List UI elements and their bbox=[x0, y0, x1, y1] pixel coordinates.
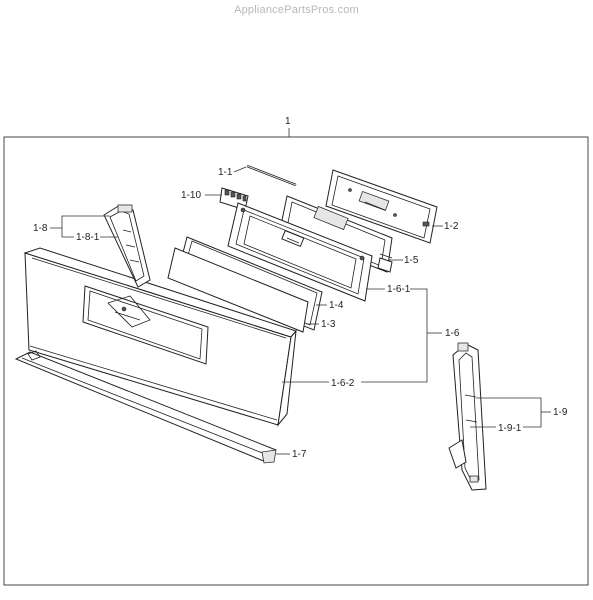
part-left-bracket bbox=[103, 204, 151, 288]
callout-1-5: 1-5 bbox=[404, 255, 419, 266]
leader-1-1 bbox=[233, 166, 247, 173]
callout-1-3: 1-3 bbox=[321, 319, 336, 330]
callout-1-1: 1-1 bbox=[218, 167, 233, 178]
callout-1-7: 1-7 bbox=[292, 449, 307, 460]
part-control-housing bbox=[227, 202, 373, 302]
part-pcb-board bbox=[325, 169, 438, 244]
leader-1-8 bbox=[50, 215, 110, 229]
leader-1-6-bracket bbox=[361, 288, 428, 383]
callout-1-8-1: 1-8-1 bbox=[76, 232, 100, 243]
leader-1-8-bracket bbox=[61, 228, 74, 238]
callout-1-6-1: 1-6-1 bbox=[387, 284, 411, 295]
callout-1-2: 1-2 bbox=[444, 221, 459, 232]
callout-1-6-2: 1-6-2 bbox=[331, 378, 355, 389]
part-right-bracket bbox=[448, 342, 487, 491]
part-control-panel bbox=[23, 247, 297, 427]
part-rod bbox=[246, 164, 297, 187]
callout-1-10: 1-10 bbox=[181, 190, 201, 201]
callout-1-8: 1-8 bbox=[33, 223, 48, 234]
callout-1-9: 1-9 bbox=[553, 407, 568, 418]
diagram-frame bbox=[3, 136, 589, 586]
watermark-text: AppliancePartsPros.com bbox=[234, 4, 359, 16]
callout-1-9-1: 1-9-1 bbox=[498, 423, 522, 434]
callout-1: 1 bbox=[285, 116, 291, 127]
leader-1-9-bracket bbox=[476, 397, 542, 428]
callout-1-6: 1-6 bbox=[445, 328, 460, 339]
callout-1-4: 1-4 bbox=[329, 300, 344, 311]
part-overlay bbox=[167, 247, 309, 333]
part-trim-strip bbox=[14, 350, 277, 464]
